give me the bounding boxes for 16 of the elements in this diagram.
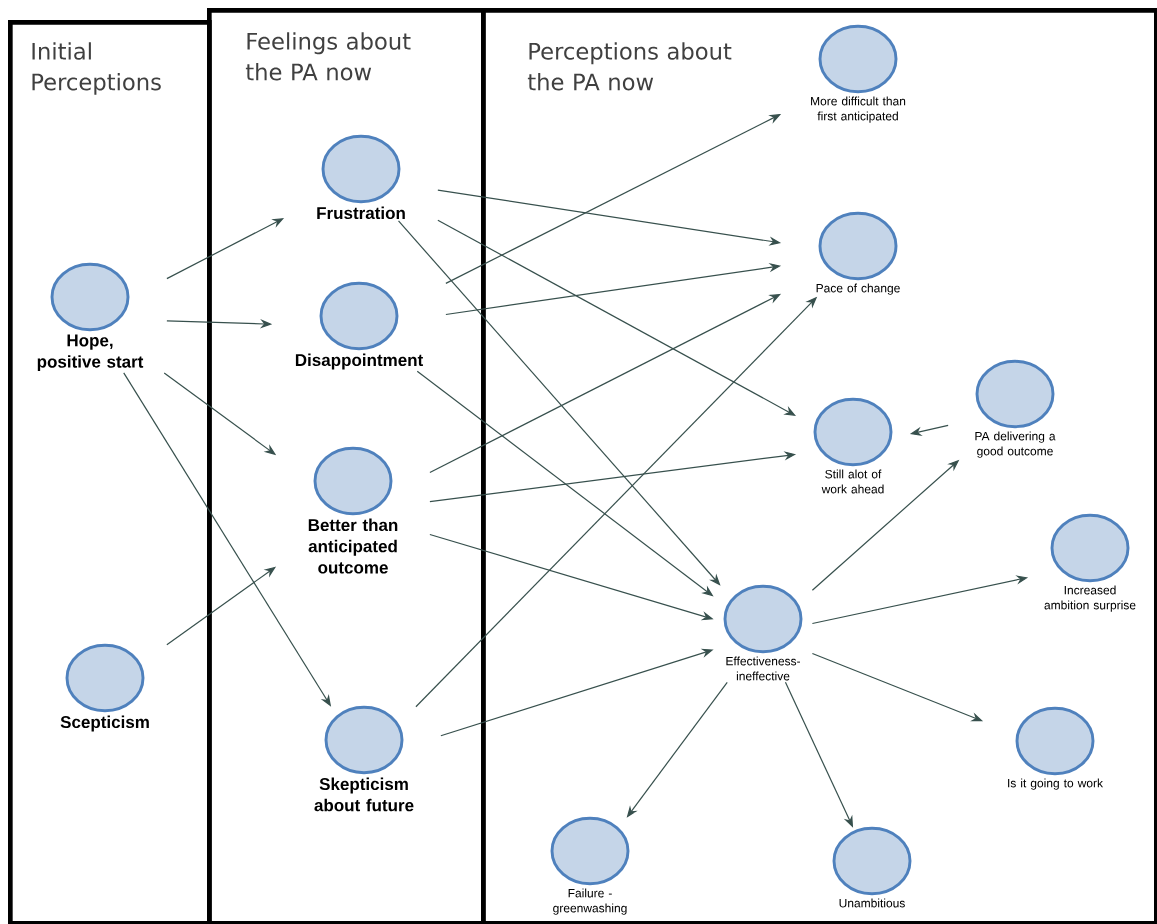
node-label: Unambitious — [839, 898, 905, 908]
node-label: More difficult than first anticipated — [811, 96, 906, 123]
node-label: Is it going to work — [1008, 778, 1104, 790]
node-label: Pace of change — [816, 283, 900, 295]
node-label: Failure - greenwashing — [553, 888, 627, 915]
node-label: Better than anticipated outcome — [308, 518, 398, 574]
node-label: Hope, positive start — [37, 334, 144, 372]
node-label: Scepticism — [60, 715, 149, 732]
node-label: Effectiveness- ineffective — [726, 656, 801, 681]
arrow — [397, 220, 721, 586]
node-label: Increased ambition surprise — [1044, 585, 1136, 612]
node-label: Frustration — [317, 206, 405, 220]
node-label: PA delivering a good outcome — [975, 431, 1056, 458]
node-label: Skepticism about future — [314, 777, 414, 812]
node-label: Disappointment — [295, 353, 424, 370]
node-label: Still alot of work ahead — [821, 469, 884, 494]
